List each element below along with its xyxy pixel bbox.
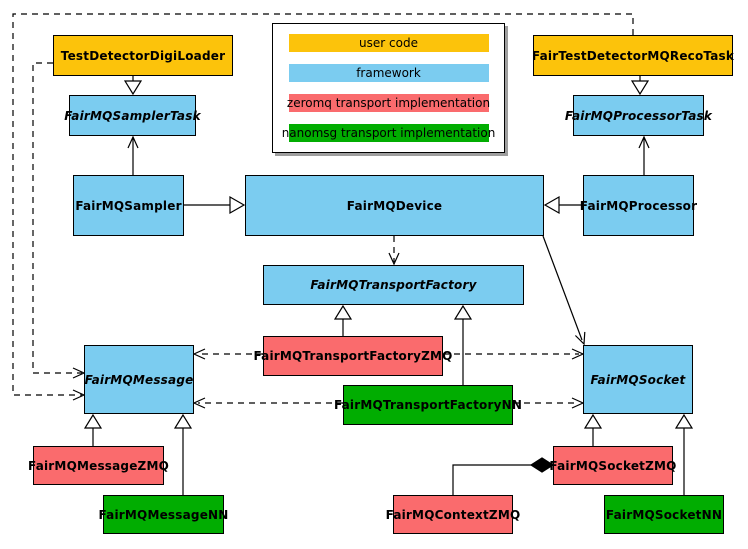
legend-item-zeromq: zeromq transport implementation <box>286 94 491 112</box>
node-fairmqtransportfactory: FairMQTransportFactory <box>263 265 524 305</box>
node-fairmqsocketzmq: FairMQSocketZMQ <box>549 446 676 485</box>
node-label: FairMQSocketNN <box>605 507 723 522</box>
node-label: FairMQDevice <box>346 198 443 213</box>
edge-msgzmq-message <box>83 413 103 446</box>
node-label: FairMQMessageNN <box>98 507 229 522</box>
edge-processor-device <box>543 195 583 215</box>
node-fairmqcontextzmq: FairMQContextZMQ <box>386 495 520 534</box>
edge-recotask-processortask <box>630 76 650 96</box>
node-label: FairMQTransportFactoryNN <box>333 398 523 412</box>
node-fairmqdevice: FairMQDevice <box>245 175 544 236</box>
node-testdetectordigiloader: TestDetectorDigiLoader <box>53 35 233 76</box>
node-label: FairTestDetectorMQRecoTask <box>531 48 735 63</box>
legend-label: nanomsg transport implementation <box>281 126 496 140</box>
node-fairmqprocessor: FairMQProcessor <box>579 175 698 236</box>
node-label: FairMQMessageZMQ <box>28 458 170 473</box>
edge-tfzmq-transportfactory <box>333 304 353 336</box>
edge-device-transportfactory <box>388 236 400 266</box>
legend: user code framework zeromq transport imp… <box>272 23 505 153</box>
edge-msgnn-message <box>173 413 193 495</box>
edge-tfnn-transportfactory <box>453 304 473 385</box>
node-label: FairMQProcessor <box>579 198 698 213</box>
edge-ctxzmq-sockzmq <box>452 457 555 495</box>
legend-item-framework: framework <box>288 64 489 82</box>
edge-sampler-device <box>184 195 246 215</box>
node-label: FairMQContextZMQ <box>385 507 521 522</box>
node-fairmqmessagezmq: FairMQMessageZMQ <box>28 446 169 485</box>
node-label: FairMQSocketZMQ <box>549 458 677 473</box>
edge-socknn-socket <box>674 413 694 495</box>
legend-label: zeromq transport implementation <box>286 96 491 110</box>
node-fairmqmessagenn: FairMQMessageNN <box>98 495 228 534</box>
legend-item-nanomsg: nanomsg transport implementation <box>282 124 495 142</box>
edge-tfzmq-message <box>192 348 263 360</box>
legend-label: framework <box>356 66 421 80</box>
node-fairtestdetectormqrecotask: FairTestDetectorMQRecoTask <box>531 35 735 76</box>
edge-tfzmq-socket <box>443 348 585 360</box>
node-fairmqsocket: FairMQSocket <box>583 345 693 414</box>
node-label: FairMQProcessorTask <box>564 108 713 123</box>
node-fairmqtransportfactorynn: FairMQTransportFactoryNN <box>334 385 522 425</box>
legend-item-user-code: user code <box>288 34 489 52</box>
node-label: FairMQMessage <box>84 372 194 387</box>
edge-sockzmq-socket <box>583 413 603 446</box>
node-fairmqprocessortask: FairMQProcessorTask <box>565 95 712 136</box>
legend-label: user code <box>359 36 418 50</box>
node-fairmqmessage: FairMQMessage <box>84 345 194 414</box>
node-label: FairMQSampler <box>75 198 182 213</box>
node-label: FairMQTransportFactoryZMQ <box>253 349 453 363</box>
node-label: FairMQSamplerTask <box>64 108 201 123</box>
edge-processor-processortask <box>638 135 650 175</box>
edge-tfnn-message <box>192 397 343 409</box>
node-fairmqsamplertask: FairMQSamplerTask <box>64 95 201 136</box>
edge-sampler-samplertask <box>127 135 139 175</box>
node-label: FairMQSocket <box>590 372 686 387</box>
node-label: TestDetectorDigiLoader <box>60 48 226 63</box>
node-fairmqtransportfactoryzmq: FairMQTransportFactoryZMQ <box>253 336 452 376</box>
node-fairmqsampler: FairMQSampler <box>73 175 184 236</box>
edge-tfnn-socket <box>513 397 585 409</box>
node-label: FairMQTransportFactory <box>310 278 477 292</box>
node-fairmqsocketnn: FairMQSocketNN <box>604 495 724 534</box>
edge-device-socket <box>542 235 586 346</box>
edge-digiloader-samplertask <box>123 76 143 96</box>
